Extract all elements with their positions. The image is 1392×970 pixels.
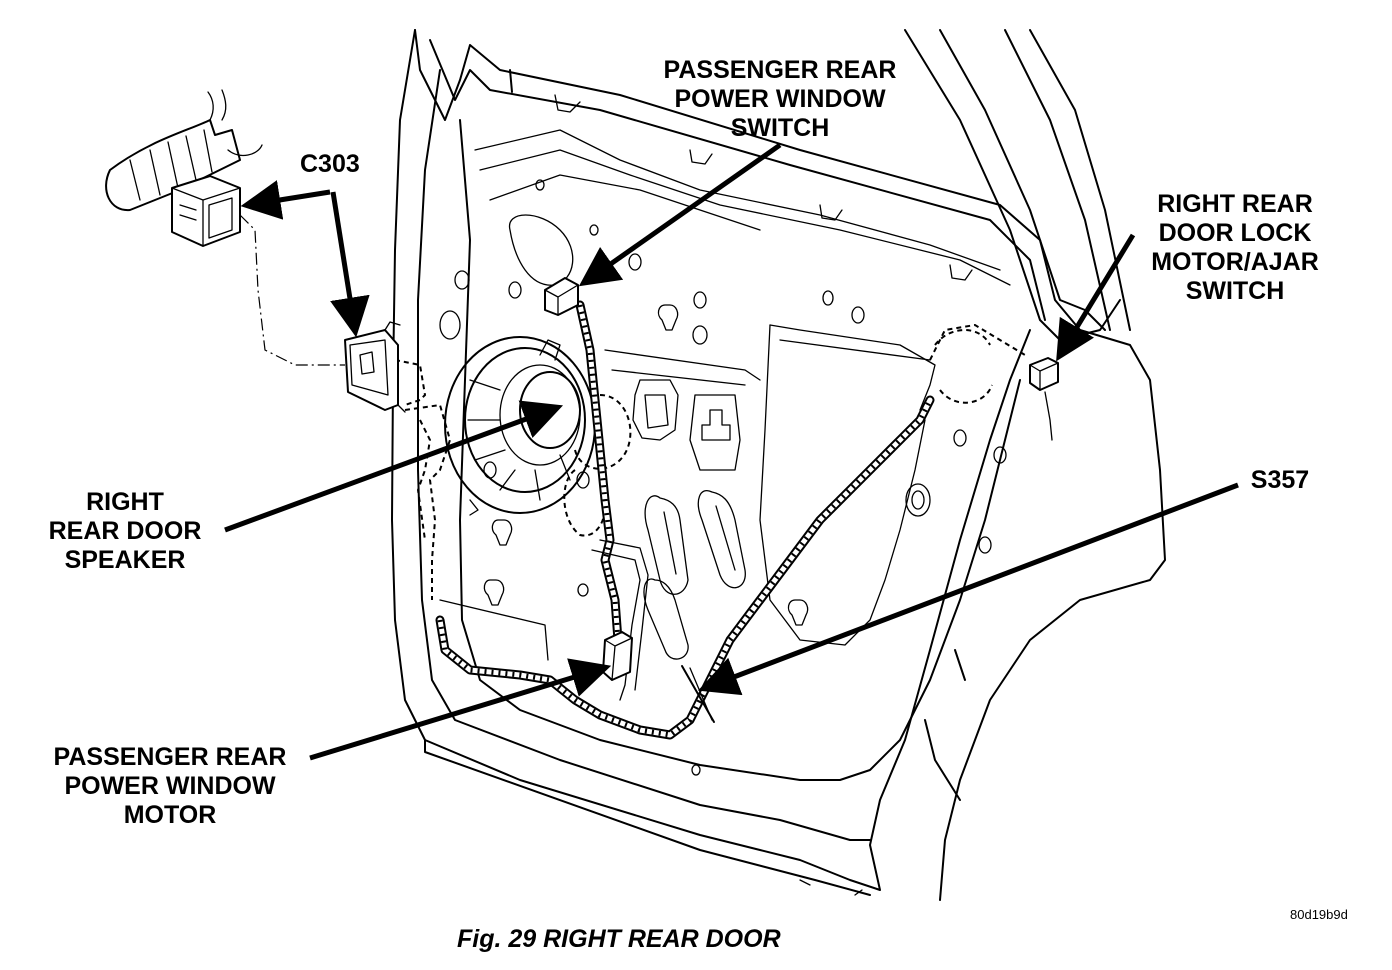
label-line: SWITCH bbox=[730, 114, 830, 142]
leader-arrows bbox=[224, 142, 1239, 761]
label-line: RIGHT REAR bbox=[1157, 190, 1313, 218]
hidden-harness-routing bbox=[394, 323, 1026, 600]
label-line: PASSENGER REAR bbox=[53, 743, 287, 771]
inner-panel bbox=[439, 94, 1011, 776]
label-line: MOTOR bbox=[123, 801, 217, 829]
label-passenger-rear-power-window-switch: PASSENGER REAR POWER WINDOW SWITCH bbox=[640, 56, 920, 143]
label-line: RIGHT bbox=[86, 488, 164, 516]
label-right-rear-door-lock-motor-ajar-switch: RIGHT REAR DOOR LOCK MOTOR/AJAR SWITCH bbox=[1125, 190, 1345, 306]
label-s357: S357 bbox=[1250, 466, 1310, 494]
label-line: POWER WINDOW bbox=[674, 85, 886, 113]
label-line: DOOR LOCK bbox=[1158, 219, 1312, 247]
label-line: SWITCH bbox=[1185, 277, 1285, 305]
body-harness bbox=[105, 89, 345, 366]
label-line: REAR DOOR bbox=[48, 517, 202, 545]
speaker-drawing bbox=[444, 336, 596, 516]
label-passenger-rear-power-window-motor: PASSENGER REAR POWER WINDOW MOTOR bbox=[30, 743, 310, 830]
label-line: PASSENGER REAR bbox=[663, 56, 897, 84]
label-line: SPEAKER bbox=[64, 546, 186, 574]
label-line: POWER WINDOW bbox=[64, 772, 276, 800]
image-code: 80d19b9d bbox=[1290, 907, 1348, 922]
label-c303: C303 bbox=[300, 150, 360, 178]
label-right-rear-door-speaker: RIGHT REAR DOOR SPEAKER bbox=[30, 488, 220, 575]
label-line: MOTOR/AJAR bbox=[1151, 248, 1319, 276]
figure-caption: Fig. 29 RIGHT REAR DOOR bbox=[457, 925, 781, 953]
wiring-harness bbox=[435, 300, 935, 740]
door-frame bbox=[414, 29, 1166, 901]
